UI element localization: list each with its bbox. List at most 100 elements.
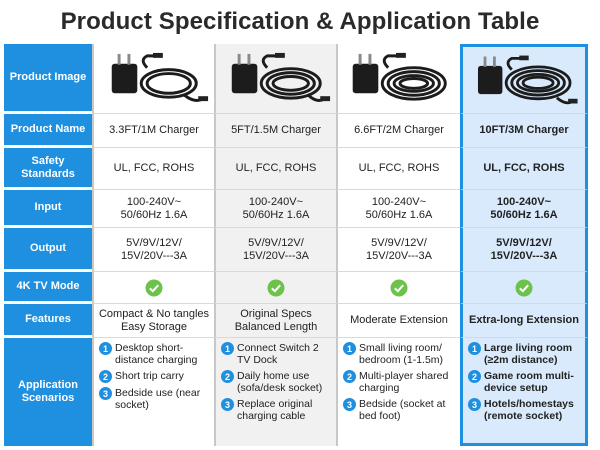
tv-mode-1 bbox=[92, 272, 214, 304]
scenario-text: Hotels/homestays (remote socket) bbox=[484, 398, 574, 422]
row-header-scenarios: Application Scenarios bbox=[4, 338, 92, 446]
row-header-input: Input bbox=[4, 190, 92, 228]
output-line-1: 5V/9V/12V/ bbox=[126, 236, 182, 249]
output-line-1: 5V/9V/12V/ bbox=[248, 236, 304, 249]
input-1: 100-240V~ 50/60Hz 1.6A bbox=[92, 190, 214, 228]
number-badge: 1 bbox=[99, 342, 112, 355]
safety-4: UL, FCC, ROHS bbox=[460, 148, 588, 190]
number-badge: 2 bbox=[343, 370, 356, 383]
row-header-output: Output bbox=[4, 228, 92, 272]
check-icon bbox=[267, 279, 285, 296]
row-header-name: Product Name bbox=[4, 114, 92, 148]
tv-mode-2 bbox=[214, 272, 336, 304]
product-name-1: 3.3FT/1M Charger bbox=[92, 114, 214, 148]
number-badge: 1 bbox=[343, 342, 356, 355]
input-line-1: 100-240V~ bbox=[371, 195, 427, 208]
product-name-4: 10FT/3M Charger bbox=[460, 114, 588, 148]
number-badge: 3 bbox=[99, 387, 112, 400]
number-badge: 3 bbox=[221, 398, 234, 411]
row-header-image: Product Image bbox=[4, 44, 92, 114]
feature-line-1: Moderate Extension bbox=[350, 314, 448, 326]
scenario-text: Short trip carry bbox=[115, 370, 184, 382]
scenario-text: Multi-player shared charging bbox=[359, 370, 449, 394]
scenario-text: Bedside use (near socket) bbox=[115, 387, 201, 411]
safety-3: UL, FCC, ROHS bbox=[336, 148, 460, 190]
row-header-tv: 4K TV Mode bbox=[4, 272, 92, 304]
output-line-2: 15V/20V---3A bbox=[490, 249, 558, 262]
input-2: 100-240V~ 50/60Hz 1.6A bbox=[214, 190, 336, 228]
features-2: Original Specs Balanced Length bbox=[214, 304, 336, 338]
charger-with-cable-image bbox=[352, 52, 447, 101]
charger-with-cable-image bbox=[477, 55, 578, 105]
scenario-text: Bedside (socket at bed foot) bbox=[359, 398, 446, 422]
output-line-2: 15V/20V---3A bbox=[365, 249, 433, 262]
number-badge: 1 bbox=[221, 342, 234, 355]
output-4: 5V/9V/12V/ 15V/20V---3A bbox=[460, 228, 588, 272]
number-badge: 3 bbox=[468, 398, 481, 411]
number-badge: 1 bbox=[468, 342, 481, 355]
output-line-1: 5V/9V/12V/ bbox=[371, 236, 427, 249]
product-name-2: 5FT/1.5M Charger bbox=[214, 114, 336, 148]
features-4: Extra-long Extension bbox=[460, 304, 588, 338]
product-image-4 bbox=[460, 44, 588, 114]
output-3: 5V/9V/12V/ 15V/20V---3A bbox=[336, 228, 460, 272]
scenario-text: Game room multi-device setup bbox=[484, 370, 574, 394]
features-1: Compact & No tangles Easy Storage bbox=[92, 304, 214, 338]
product-image-3 bbox=[336, 44, 460, 114]
check-icon bbox=[390, 279, 408, 296]
scenario-text: Large living room (≥2m distance) bbox=[484, 342, 573, 366]
input-line-2: 50/60Hz 1.6A bbox=[120, 208, 188, 221]
feature-line-1: Extra-long Extension bbox=[468, 314, 580, 326]
feature-line-1: Compact & No tangles bbox=[98, 307, 210, 320]
number-badge: 2 bbox=[99, 370, 112, 383]
input-line-2: 50/60Hz 1.6A bbox=[242, 208, 310, 221]
output-line-1: 5V/9V/12V/ bbox=[496, 236, 552, 249]
input-line-1: 100-240V~ bbox=[126, 195, 182, 208]
safety-1: UL, FCC, ROHS bbox=[92, 148, 214, 190]
feature-line-2: Easy Storage bbox=[120, 320, 188, 333]
output-line-2: 15V/20V---3A bbox=[242, 249, 310, 262]
feature-line-1: Original Specs bbox=[240, 307, 312, 320]
tv-mode-3 bbox=[336, 272, 460, 304]
features-3: Moderate Extension bbox=[336, 304, 460, 338]
input-line-1: 100-240V~ bbox=[496, 195, 552, 208]
scenario-text: Replace original charging cable bbox=[237, 398, 313, 422]
number-badge: 3 bbox=[343, 398, 356, 411]
scenario-text: Small living room/ bedroom (1-1.5m) bbox=[359, 342, 444, 366]
check-icon bbox=[145, 279, 163, 296]
input-line-2: 50/60Hz 1.6A bbox=[365, 208, 433, 221]
product-name-3: 6.6FT/2M Charger bbox=[336, 114, 460, 148]
charger-with-cable-image bbox=[111, 52, 209, 102]
input-3: 100-240V~ 50/60Hz 1.6A bbox=[336, 190, 460, 228]
scenario-text: Connect Switch 2 TV Dock bbox=[237, 342, 319, 366]
safety-2: UL, FCC, ROHS bbox=[214, 148, 336, 190]
scenario-text: Desktop short-distance charging bbox=[115, 342, 198, 366]
tv-mode-4 bbox=[460, 272, 588, 304]
output-line-2: 15V/20V---3A bbox=[120, 249, 188, 262]
number-badge: 2 bbox=[468, 370, 481, 383]
feature-line-2: Balanced Length bbox=[234, 320, 318, 333]
row-header-features: Features bbox=[4, 304, 92, 338]
row-header-safety: Safety Standards bbox=[4, 148, 92, 190]
charger-with-cable-image bbox=[231, 52, 331, 102]
output-2: 5V/9V/12V/ 15V/20V---3A bbox=[214, 228, 336, 272]
page-title: Product Specification & Application Tabl… bbox=[60, 8, 540, 35]
input-line-2: 50/60Hz 1.6A bbox=[490, 208, 558, 221]
product-image-1 bbox=[92, 44, 214, 114]
input-4: 100-240V~ 50/60Hz 1.6A bbox=[460, 190, 588, 228]
product-image-2 bbox=[214, 44, 336, 114]
